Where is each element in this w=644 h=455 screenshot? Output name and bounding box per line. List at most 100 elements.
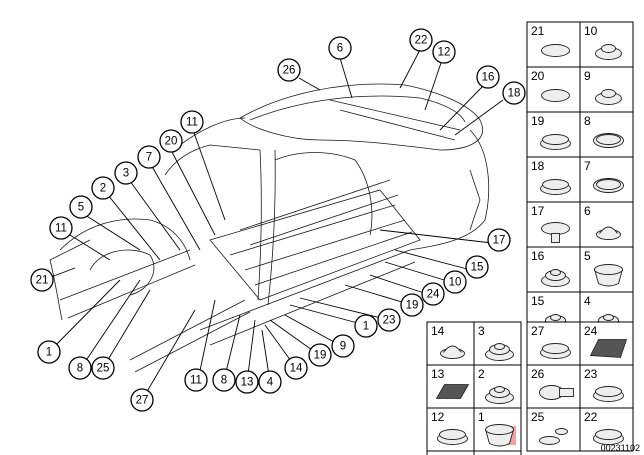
part-number: 16 [531,249,545,263]
cap-plug-icon [539,428,568,445]
callout-14[interactable]: 14 [284,356,308,380]
callout-6[interactable]: 6 [328,36,352,60]
callout-8[interactable]: 8 [68,356,92,380]
rear-shelf [329,99,461,141]
part-cell-8[interactable]: 8 [579,111,634,158]
callout-23[interactable]: 23 [377,308,401,332]
callout-label: 11 [55,223,67,235]
callout-25[interactable]: 25 [91,356,115,380]
callout-12[interactable]: 12 [432,40,456,64]
callout-circle [68,356,92,380]
callout-label: 16 [482,72,495,84]
part-cell-10[interactable]: 10 [579,21,634,68]
callout-circle [400,293,424,317]
flanged-plug-icon [595,44,622,60]
part-cell-26[interactable]: 26 [526,364,581,409]
callout-24[interactable]: 24 [421,282,445,306]
callout-7[interactable]: 7 [137,145,161,169]
callout-18[interactable]: 18 [502,81,526,105]
part-cell-25[interactable]: 25 [526,407,581,452]
flanged-plug-icon [595,89,622,105]
part-cell-13[interactable]: 13 [426,364,475,409]
part-number: 1 [478,410,485,424]
callout-circle [377,308,401,332]
part-cell-arrow[interactable] [473,450,522,455]
part-cell-14[interactable]: 14 [426,321,475,366]
part-cell-2[interactable]: 2 [473,364,522,409]
callout-15[interactable]: 15 [465,255,489,279]
callout-19[interactable]: 19 [400,293,424,317]
part-cell-19[interactable]: 19 [526,111,581,158]
part-cell-6[interactable]: 6 [579,201,634,248]
part-cell-23[interactable]: 23 [579,364,634,409]
callout-label: 1 [46,347,52,359]
callout-1[interactable]: 1 [354,314,378,338]
callout-26[interactable]: 26 [277,58,301,82]
callout-circle [137,145,161,169]
callout-17[interactable]: 17 [487,228,511,252]
part-cell-21[interactable]: 21 [526,21,581,68]
callout-circle [184,368,208,392]
foam-block-icon [589,339,628,358]
callout-11[interactable]: 11 [180,110,204,134]
callout-21[interactable]: 21 [30,268,54,292]
square-pad-icon [435,384,470,399]
part-cell-9[interactable]: 9 [579,66,634,113]
part-cell-17[interactable]: 17 [526,201,581,248]
callout-circle [465,255,489,279]
part-cell-3[interactable]: 3 [473,321,522,366]
callout-11[interactable]: 11 [184,368,208,392]
leader-lines [42,47,504,401]
callout-label: 10 [449,277,462,289]
callout-label: 19 [406,300,419,312]
callout-circle [235,370,259,394]
rocker-sill-lower [209,261,416,346]
part-number: 26 [531,367,545,381]
callout-label: 12 [438,47,451,59]
callout-3[interactable]: 3 [114,161,138,185]
part-cell-27[interactable]: 27 [526,321,581,366]
callout-1[interactable]: 1 [37,340,61,364]
callout-circle [409,28,433,52]
callout-5[interactable]: 5 [69,195,93,219]
part-cell-12[interactable]: 12 [426,407,475,452]
callout-2[interactable]: 2 [91,176,115,200]
callout-20[interactable]: 20 [159,129,183,153]
part-cell-5[interactable]: 5 [579,246,634,293]
part-cell-7[interactable]: 7 [579,156,634,203]
callout-16[interactable]: 16 [476,65,500,89]
car-body-shell [49,83,490,373]
callout-27[interactable]: 27 [130,388,154,412]
callout-9[interactable]: 9 [331,334,355,358]
callout-circle [476,65,500,89]
part-number: 13 [431,367,445,381]
part-cell-20[interactable]: 20 [526,66,581,113]
callout-19[interactable]: 19 [308,343,332,367]
part-cell-22[interactable]: 22 [579,407,634,452]
callout-22[interactable]: 22 [409,28,433,52]
rear-panel [469,169,481,231]
callout-circle [354,314,378,338]
callout-circle [421,282,445,306]
roof-outline [239,83,483,151]
part-cell-1[interactable]: 1 [473,407,522,452]
callout-10[interactable]: 10 [443,270,467,294]
callout-label: 13 [241,377,254,389]
callout-label: 1 [363,321,369,333]
round-plug-icon [540,134,571,150]
callout-4[interactable]: 4 [258,370,282,394]
part-cell-18[interactable]: 18 [526,156,581,203]
callout-circle [180,110,204,134]
callout-label: 17 [493,235,506,247]
callout-circle [37,340,61,364]
callout-circle [277,58,301,82]
part-cell-11[interactable]: 11 [426,450,475,455]
callout-8[interactable]: 8 [212,368,236,392]
callout-11[interactable]: 11 [49,216,73,240]
callout-13[interactable]: 13 [235,370,259,394]
part-cell-16[interactable]: 16 [526,246,581,293]
grommet-icon [541,269,570,287]
part-cell-24[interactable]: 24 [579,321,634,366]
part-number: 9 [584,69,591,83]
windshield-frame [164,144,261,176]
